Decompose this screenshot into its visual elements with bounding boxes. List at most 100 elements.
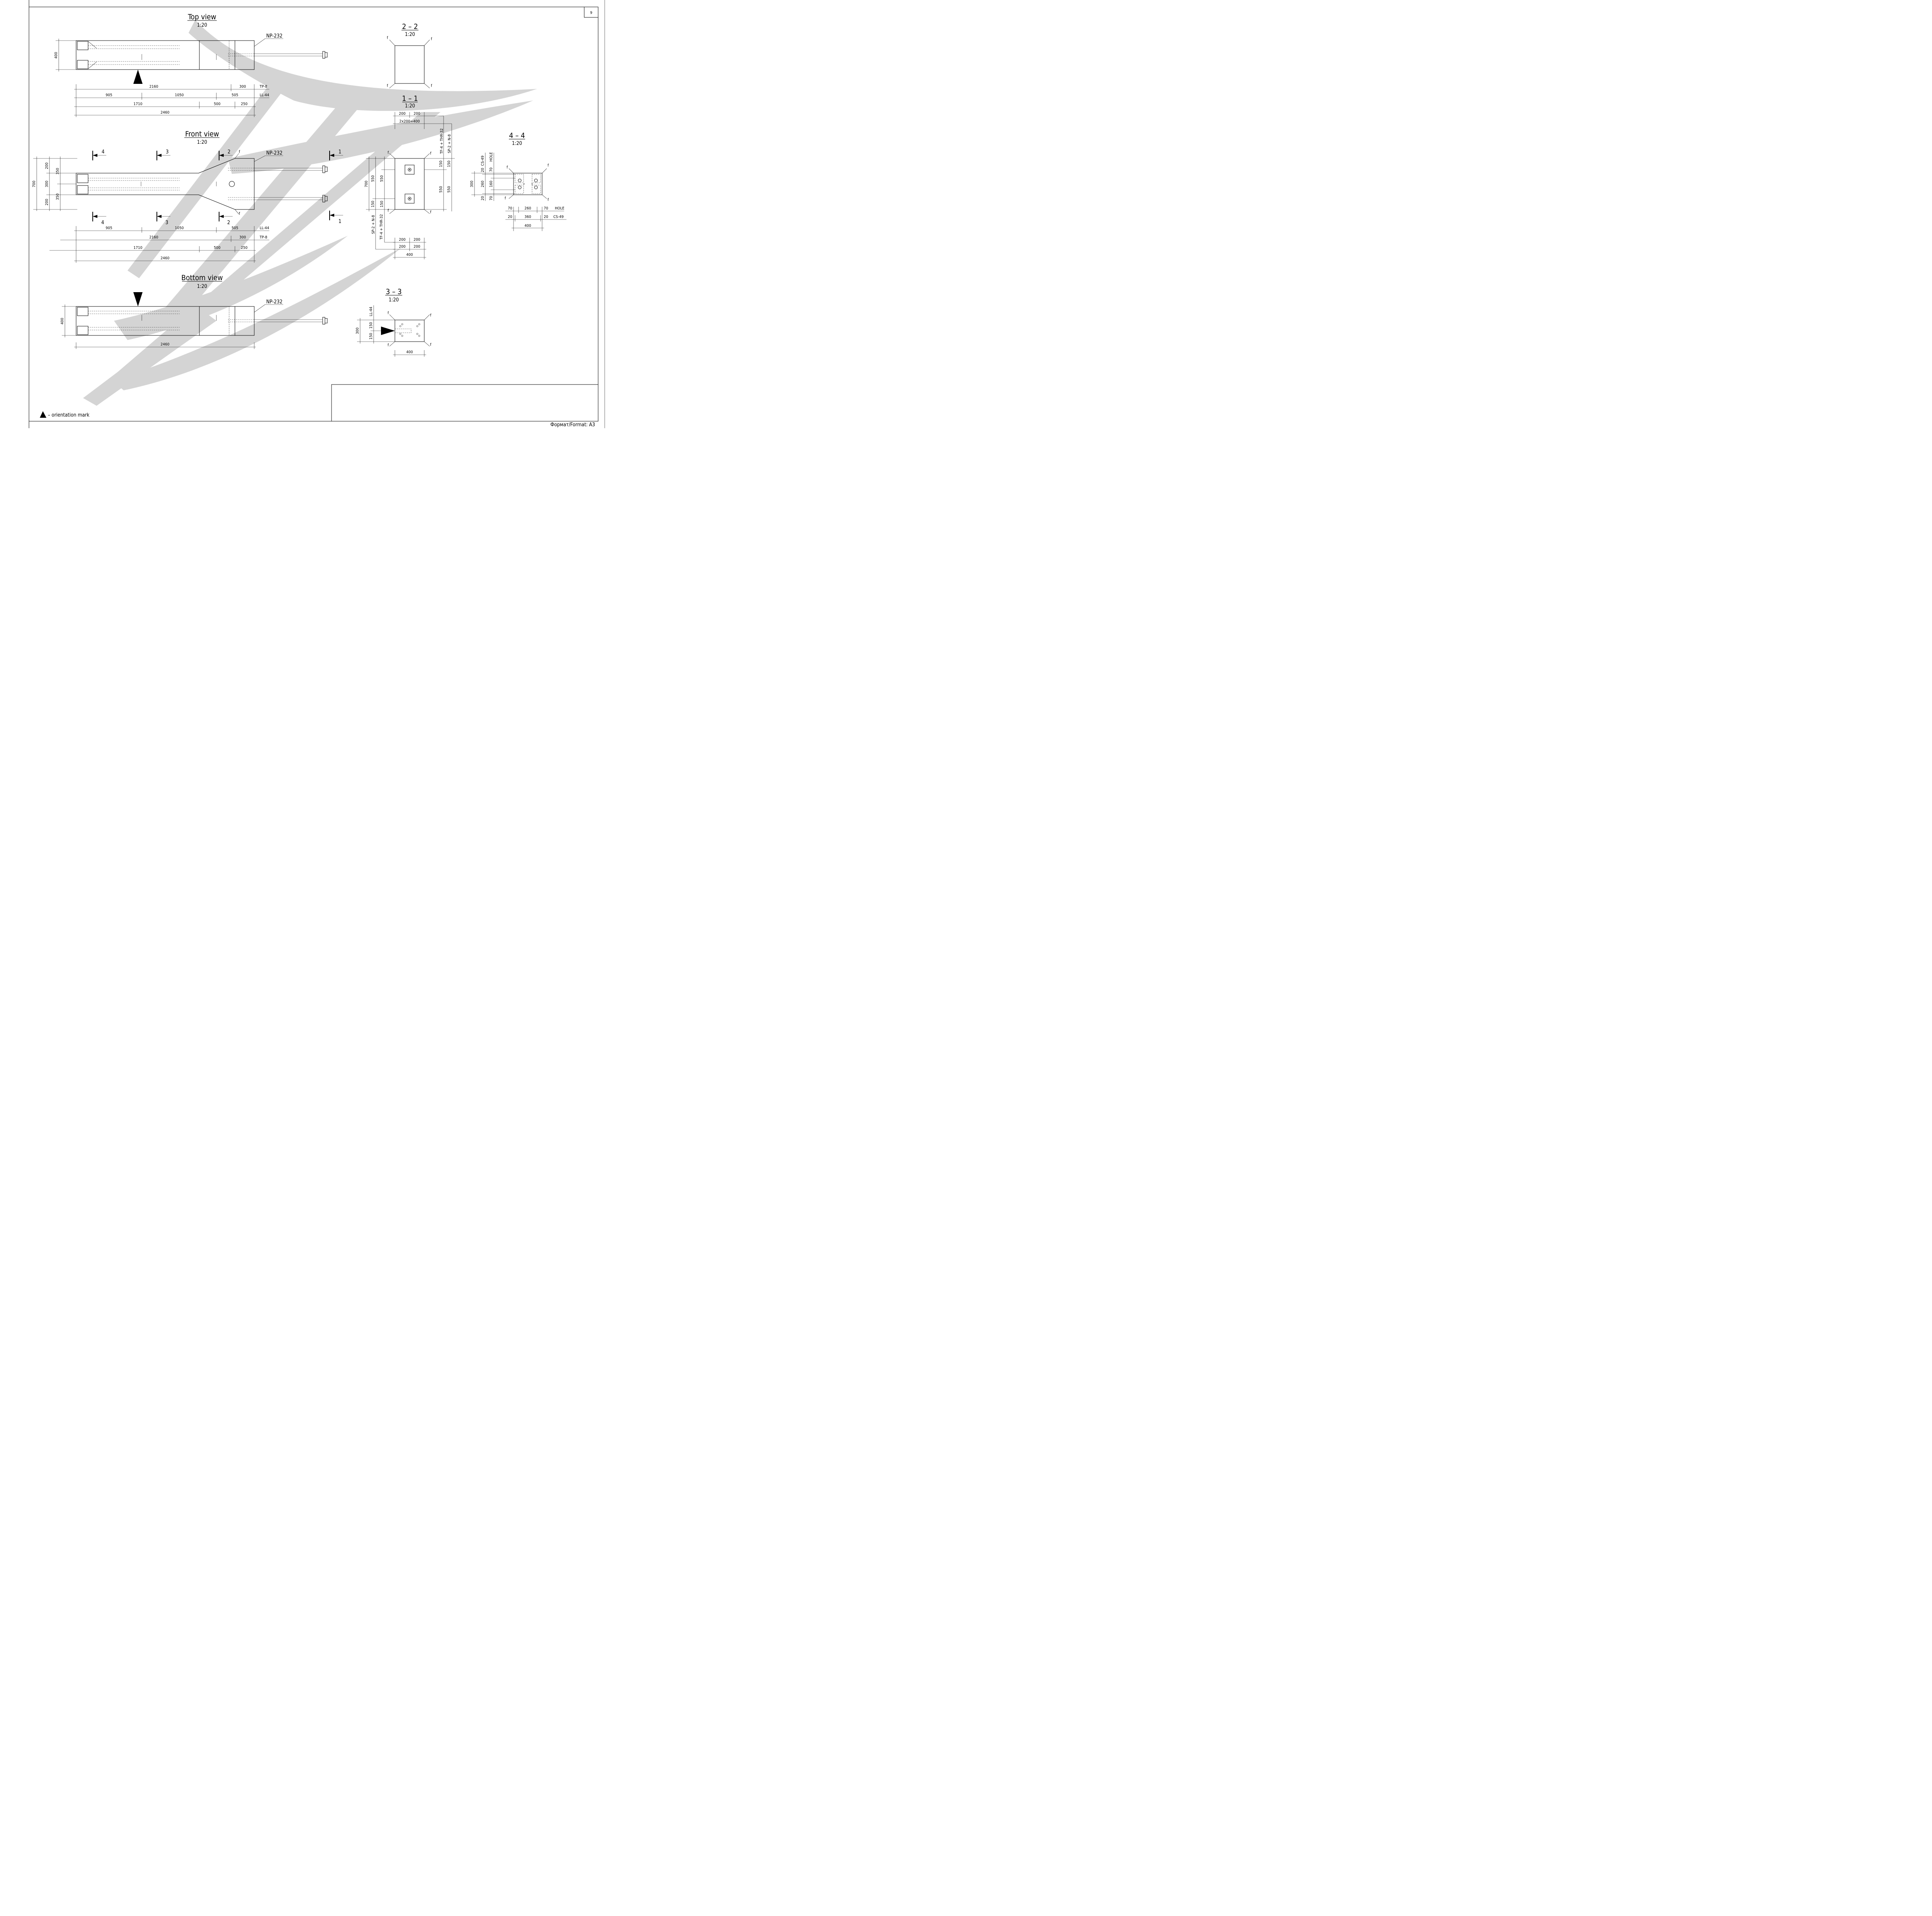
dim-label: 905 (105, 226, 112, 230)
flange-tag: f (388, 311, 389, 315)
sheet-frame: 9 Формат/Format: A3 (29, 0, 605, 428)
cut-mark-4-top: 4 (92, 149, 106, 160)
top-view-beam (76, 40, 255, 70)
section-title: 3 – 3 (386, 288, 401, 296)
flange-tag: f (388, 151, 389, 155)
dim-label: 260 (524, 206, 531, 211)
dim-label: 2160 (150, 85, 158, 89)
dim-label: 200 (413, 245, 420, 249)
page-number: 9 (590, 11, 592, 15)
dim-label: 250 (241, 102, 247, 106)
dim-label: HOLE (489, 152, 493, 162)
dim-label: 2460 (161, 111, 170, 115)
front-height-dim: 700 (32, 180, 36, 187)
front-view: Front view 1:20 NP-232 f f (32, 130, 343, 263)
section-3-3-outline (395, 320, 425, 342)
dim-label: 905 (105, 93, 112, 97)
front-view-np-label: NP-232 (266, 150, 282, 156)
drawing-sheet: 9 Формат/Format: A3 Top view 1:20 NP-232 (29, 0, 605, 428)
flange-tag: f (430, 313, 432, 318)
dim-label: 2x200=400 (400, 119, 420, 124)
dim-label: 160 (489, 180, 493, 187)
cut-label: 3 (165, 220, 168, 226)
dim-label: 200 (413, 238, 420, 242)
bottom-view-scale: 1:20 (197, 284, 207, 289)
cut-mark-4-bottom: 4 (92, 212, 106, 226)
dim-label: 2460 (161, 342, 170, 347)
dim-tag: TP-8 (259, 85, 267, 89)
dim-label: 1710 (134, 246, 143, 250)
dim-label: 20 (544, 215, 548, 219)
dim-label: 200 (45, 199, 49, 205)
section-1-1: 1 – 1 1:20 f f f f 200 200 2x200=400 700 (364, 94, 455, 259)
dim-label: 200 (399, 245, 405, 249)
front-view-title: Front view (185, 130, 219, 138)
dim-label: 550 (380, 175, 384, 182)
flange-tag: f (505, 196, 506, 201)
dim-label: TF-4 + THR-32 (440, 128, 444, 154)
dim-label: 200 (413, 112, 420, 116)
cut-label: 4 (101, 220, 104, 226)
flange-tag: f (239, 150, 240, 154)
flange-tag: f (239, 212, 240, 216)
dim-label: 70 (489, 167, 493, 172)
flange-tag: f (387, 84, 388, 88)
dim-label: 300 (45, 180, 49, 187)
cut-mark-2-bottom: 2 (219, 212, 233, 226)
bottom-view: Bottom view 1:20 NP-232 400 2460 (60, 274, 328, 349)
dim-label: 400 (406, 253, 413, 257)
dim-label: 250 (241, 246, 247, 250)
dim-label: 150 (369, 322, 373, 328)
dim-label: 1050 (175, 226, 184, 230)
flange-tag: f (431, 37, 432, 41)
section-scale: 1:20 (512, 141, 522, 146)
section-title: 4 – 4 (509, 131, 525, 140)
flange-tag: f (387, 36, 388, 40)
front-view-scale: 1:20 (197, 140, 207, 145)
dim-label: LL-44 (369, 306, 373, 316)
dim-label: 300 (355, 327, 360, 334)
dim-label: 2160 (150, 235, 158, 240)
dim-label: 200 (399, 112, 405, 116)
top-view: Top view 1:20 NP-232 400 2160 (54, 13, 328, 117)
bottom-view-title: Bottom view (181, 274, 223, 282)
watermark-logo (83, 20, 537, 406)
section-2-2: 2 – 2 1:20 f f f f (387, 22, 432, 88)
flange-tag: f (388, 343, 389, 347)
dim-label: 300 (470, 180, 474, 187)
top-view-np-label: NP-232 (266, 33, 282, 39)
orientation-mark-icon (133, 70, 143, 84)
top-view-scale: 1:20 (197, 22, 207, 28)
bottom-view-np-label: NP-232 (266, 299, 282, 305)
page-number-box (584, 7, 599, 18)
cut-label: 1 (338, 149, 341, 155)
section-4-4-outline (513, 173, 543, 195)
orientation-mark-icon (40, 411, 46, 418)
dim-label: 150 (447, 160, 451, 167)
dim-label: 505 (231, 226, 238, 230)
dim-label: 150 (439, 160, 443, 167)
dim-label: 20 (508, 215, 512, 219)
dim-label: 2460 (161, 256, 170, 260)
dim-label: 200 (399, 238, 405, 242)
flange-tag: f (548, 198, 549, 202)
dim-label: TF-4 + THR-32 (379, 214, 384, 240)
section-title: 2 – 2 (402, 22, 418, 31)
section-2-2-outline (395, 45, 425, 84)
dim-label: 700 (364, 180, 369, 187)
dim-label: 300 (239, 85, 246, 89)
cut-label: 4 (102, 149, 104, 155)
dim-label: 70 (489, 196, 493, 201)
flange-tag: f (388, 209, 389, 213)
dim-label: 500 (214, 246, 220, 250)
legend: – orientation mark (40, 411, 90, 418)
flange-tag: f (430, 151, 432, 156)
dim-label: 70 (544, 206, 548, 211)
top-height-dim: 400 (54, 52, 58, 58)
section-3-3: 3 – 3 1:20 f f f f 300 LL-44 150 150 (355, 288, 432, 357)
dim-label: 550 (371, 175, 375, 182)
dim-label: 400 (524, 224, 531, 228)
dim-tag: HOLE (555, 206, 565, 211)
bottom-view-beam (76, 306, 255, 336)
dim-label: 70 (508, 206, 512, 211)
